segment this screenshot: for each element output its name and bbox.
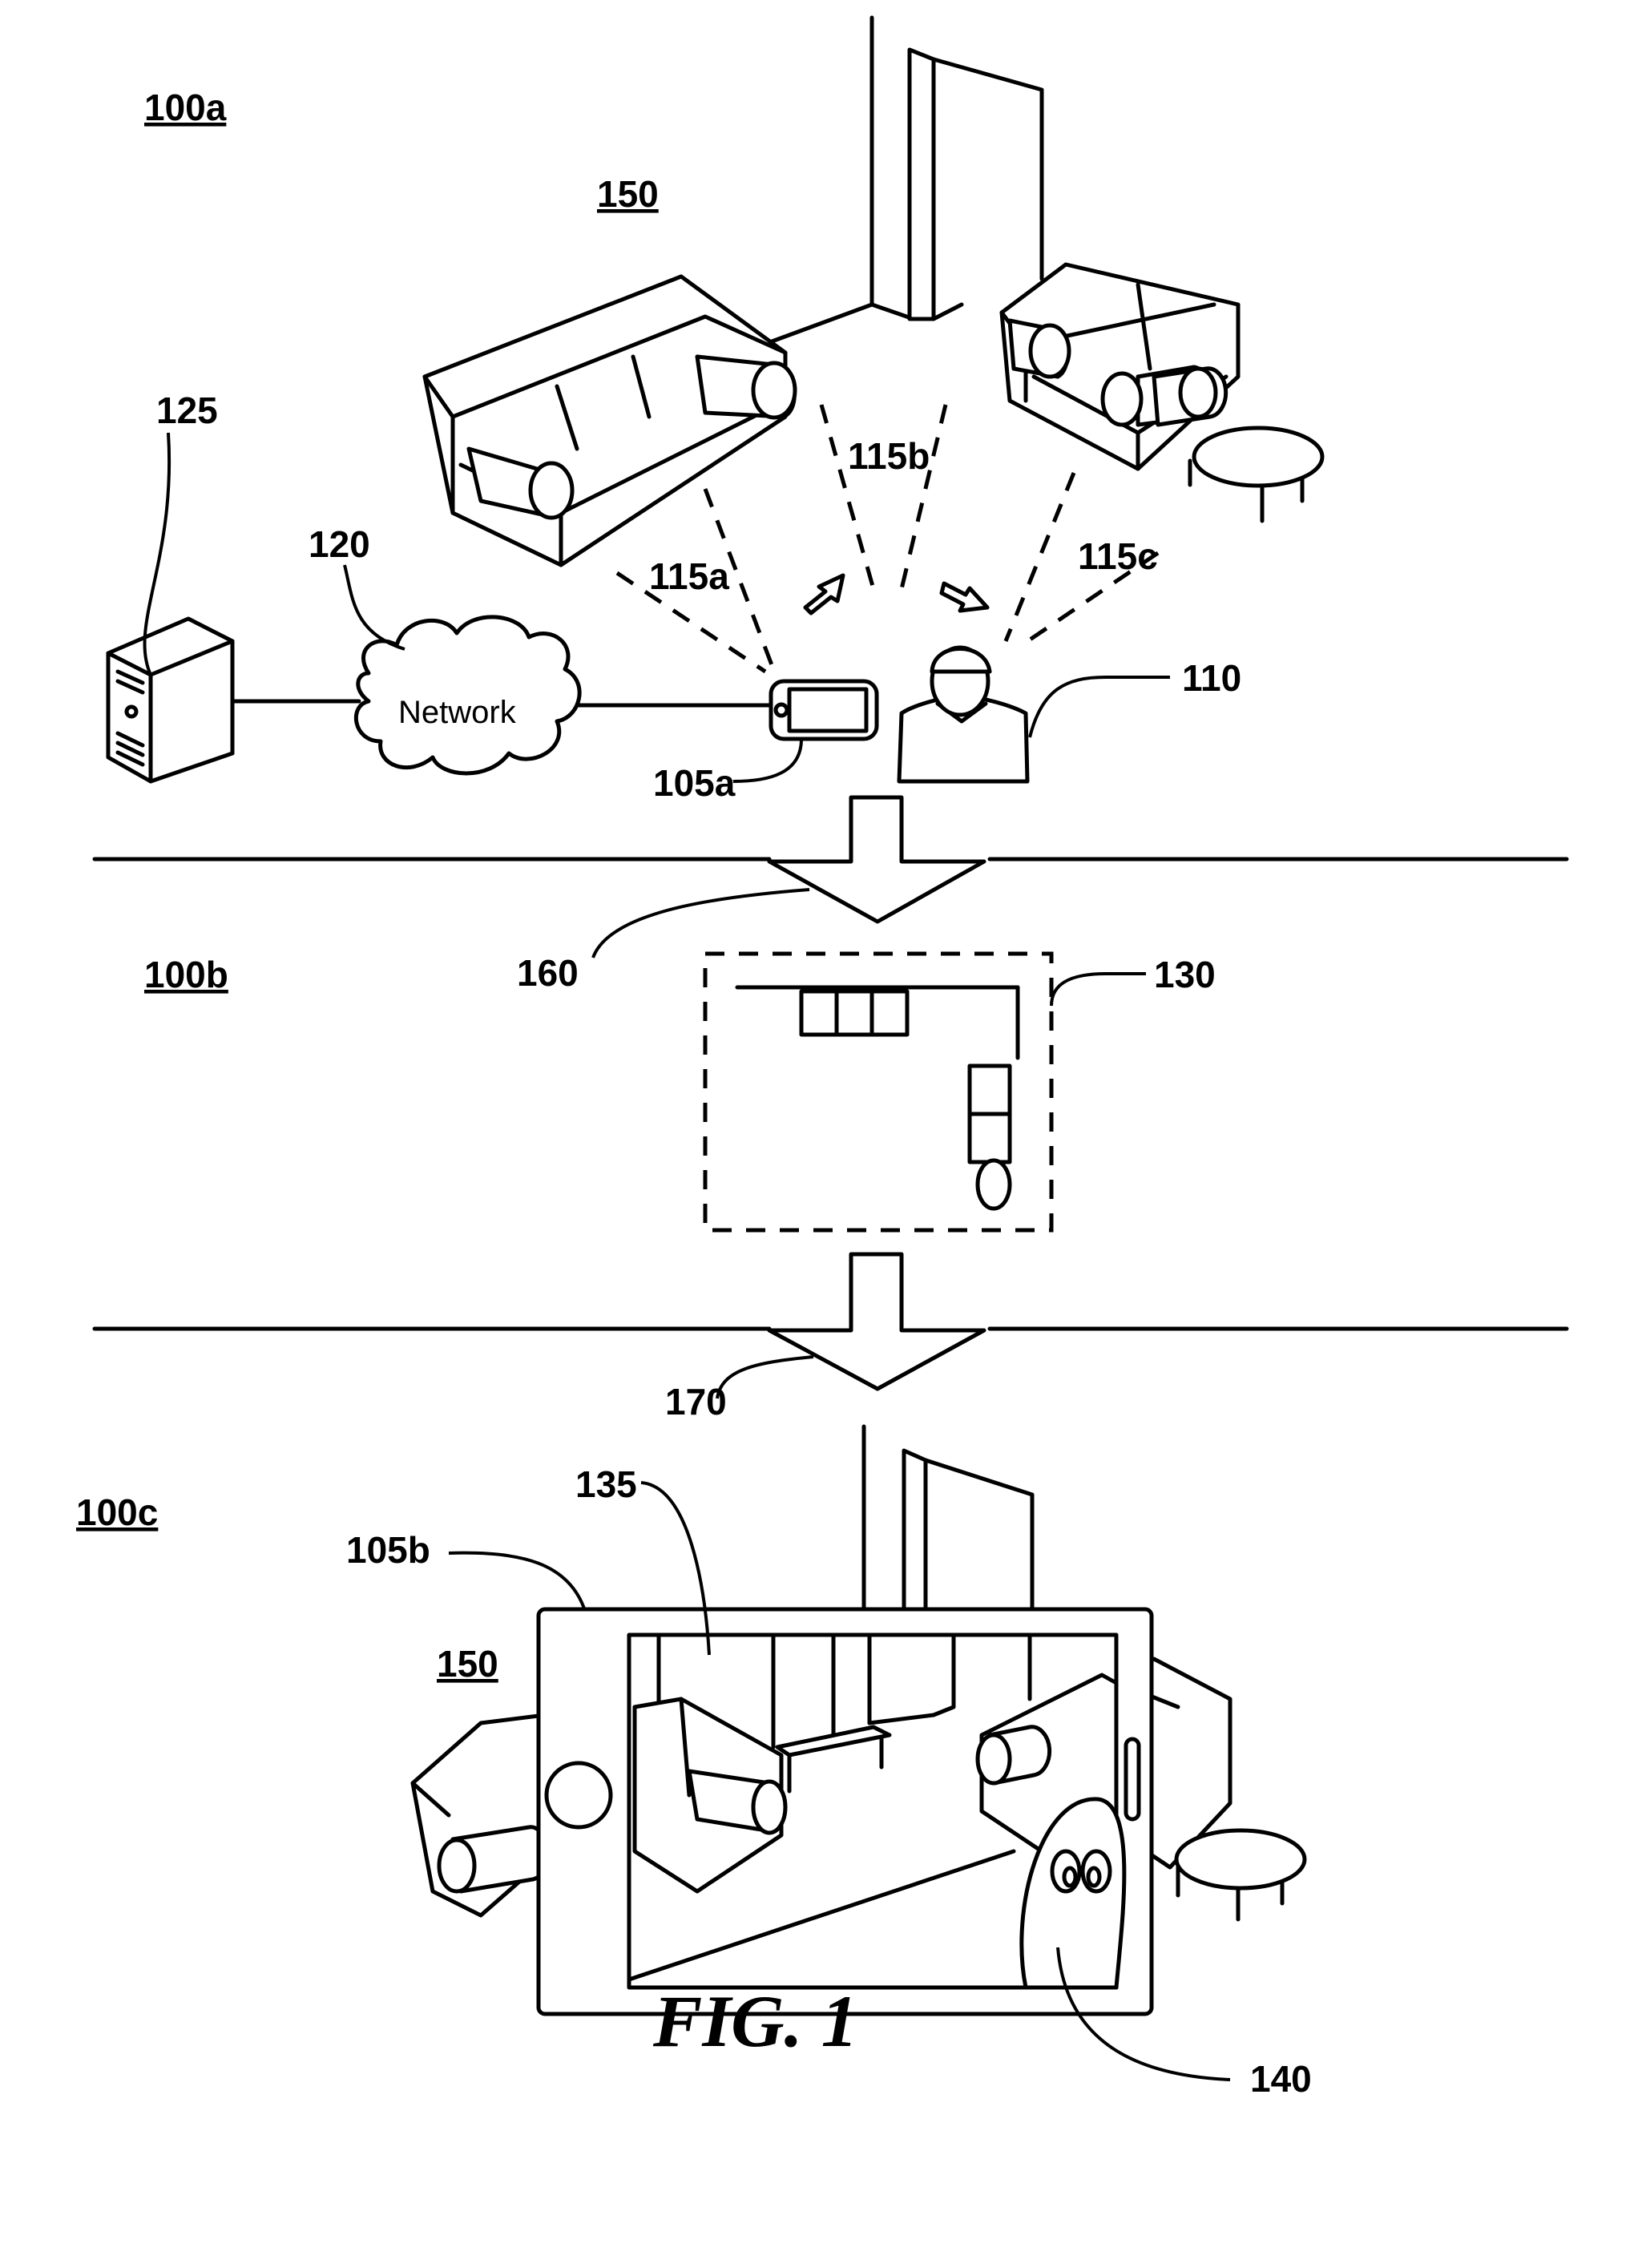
background-wall-and-door (864, 1427, 1032, 1611)
phone-home-button (547, 1763, 611, 1827)
user-label-110: 110 (1182, 657, 1241, 699)
floor-plan-map: 130 (705, 954, 1216, 1230)
device-label-105b: 105b (346, 1529, 430, 1571)
signal-label-115b: 115b (848, 435, 930, 477)
room-wall-and-door (720, 18, 1042, 361)
server-label-125: 125 (156, 389, 218, 431)
signal-label-115c: 115c (1078, 535, 1158, 577)
background-table-icon (1176, 1830, 1305, 1919)
panel-100a: 100a 150 (108, 18, 1322, 804)
background-sofa-icon (413, 1715, 547, 1915)
network-label: Network (398, 695, 517, 730)
panel-label-100c: 100c (76, 1491, 158, 1533)
panel-100b: 100b 130 (144, 954, 1216, 1230)
room-label-150-top: 150 (597, 173, 659, 215)
panel-100c: 100c 150 (76, 1427, 1312, 2100)
floor-plan-sofa-icon (801, 991, 907, 1035)
step-label-160: 160 (517, 952, 579, 994)
sofa-icon (425, 276, 795, 565)
room-label-150-bottom: 150 (437, 1643, 498, 1685)
signal-label-115a: 115a (649, 555, 729, 597)
user-icon: 110 (899, 648, 1241, 781)
server-icon: 125 (108, 389, 232, 781)
screen-label-135: 135 (575, 1463, 637, 1505)
armchair-icon (1002, 264, 1238, 469)
device-label-105a: 105a (653, 762, 736, 804)
floor-plan-table-icon (978, 1160, 1010, 1209)
coffee-table-icon (1190, 428, 1322, 521)
panel-label-100a: 100a (144, 87, 227, 128)
avatar-label-140: 140 (1250, 2058, 1312, 2100)
step-arrow-170: 170 (95, 1254, 1567, 1423)
floor-plan-label-130: 130 (1154, 954, 1216, 995)
step-arrow-160: 160 (95, 797, 1567, 994)
phone-side-slot (1126, 1739, 1139, 1819)
figure-caption: FIG. 1 (652, 1980, 858, 2062)
phone-icon-105a: 105a (653, 681, 877, 804)
network-label-120: 120 (309, 523, 370, 565)
scan-direction-arrows (805, 575, 987, 613)
step-label-170: 170 (665, 1381, 727, 1423)
panel-label-100b: 100b (144, 954, 228, 995)
